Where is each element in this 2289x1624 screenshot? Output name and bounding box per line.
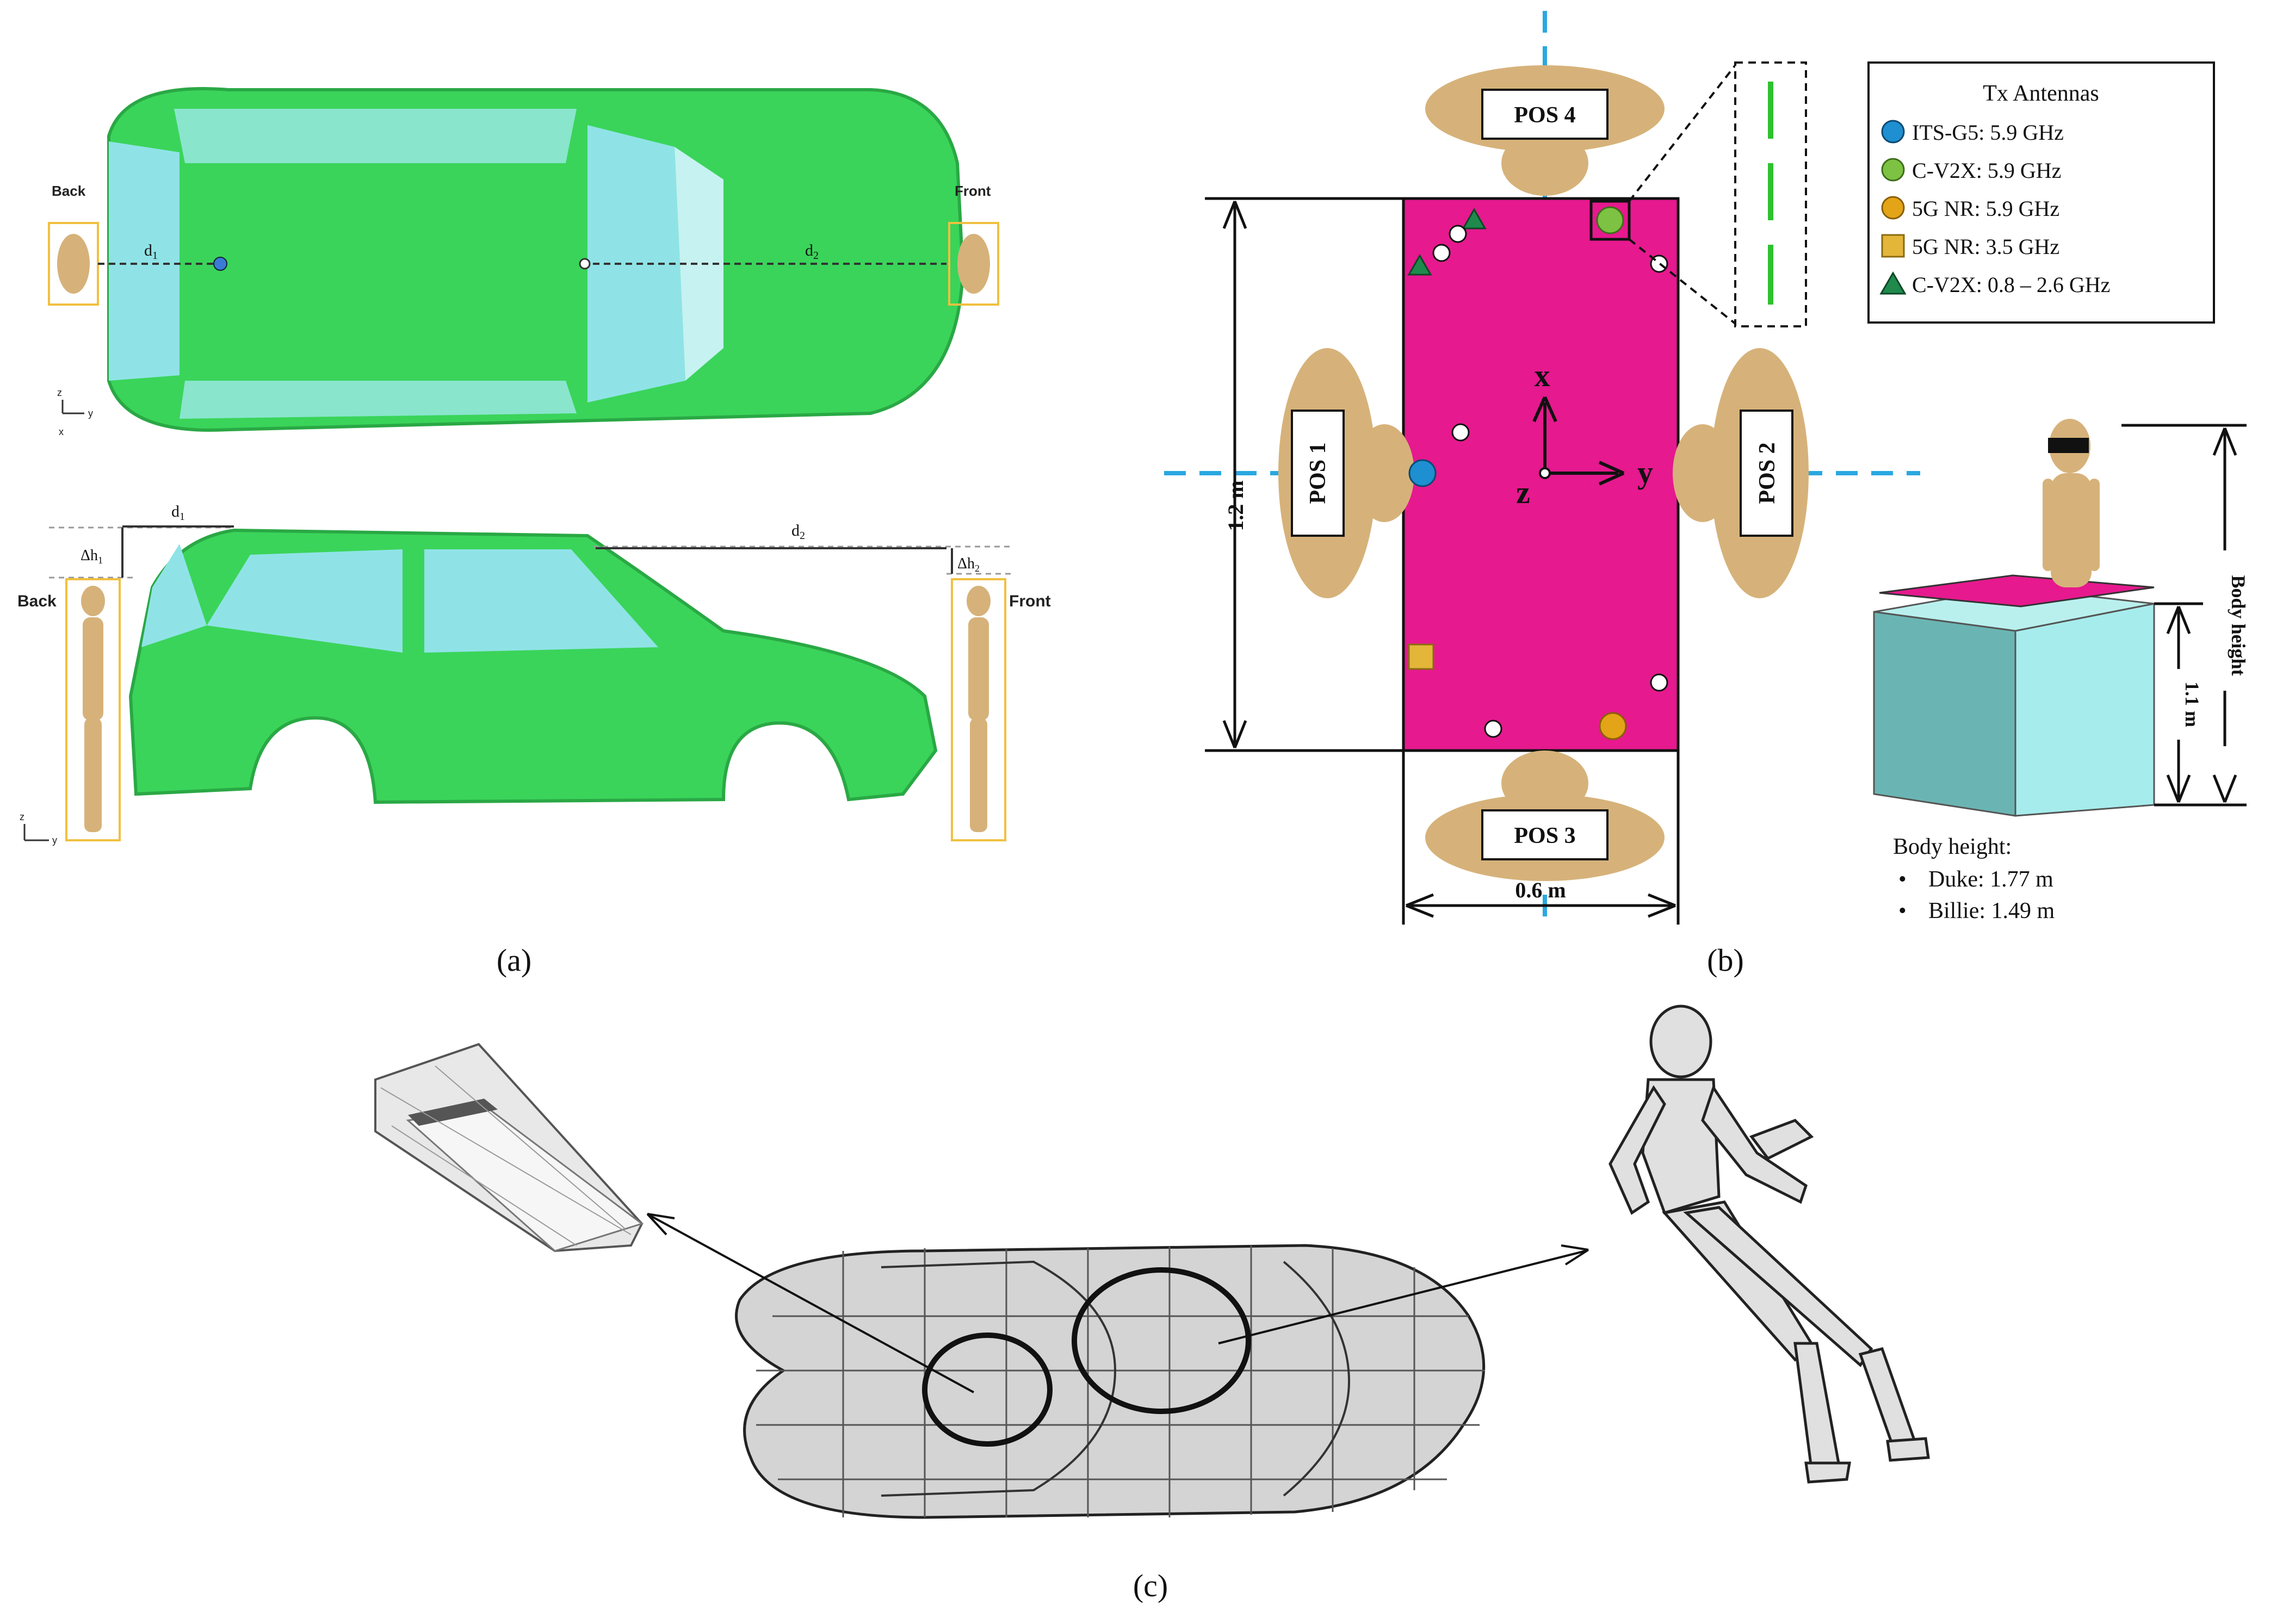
car-wireframe [735, 1244, 1486, 1519]
d1-label-top: d1 [144, 241, 158, 262]
mannequin-side-front [967, 586, 991, 832]
axis-origin [1539, 467, 1551, 479]
legend-marker-5gnr-59 [1881, 196, 1905, 220]
legend-item-cv2x-59: C-V2X: 5.9 GHz [1912, 158, 2061, 183]
label-back-side: Back [17, 592, 57, 610]
antenna-cv2x-low-2 [1407, 253, 1432, 276]
body-height-label: Body height [2228, 575, 2249, 675]
pos4-box [1481, 89, 1609, 140]
legend-item-5gnr-59: 5G NR: 5.9 GHz [1912, 196, 2059, 221]
caption-c: (c) [1133, 1568, 1168, 1603]
table-height-arrowheads [2166, 606, 2191, 803]
table-side-face [2014, 603, 2155, 817]
pointer-to-driver-head [1561, 1244, 1589, 1266]
body-height-billie: Billie: 1.49 m [1928, 898, 2055, 923]
axis-y-arrowhead [1598, 461, 1625, 486]
highlight-driver-circle [1072, 1267, 1251, 1414]
mannequin-top-front-box [948, 222, 999, 306]
zoom-connector-bottom [1628, 238, 1736, 325]
d2-label-top: d2 [805, 241, 819, 262]
legend-marker-its-g5 [1881, 120, 1905, 144]
panel-b: 1.2 m 0.6 m POS 4 POS 3 POS 1 [1164, 11, 2249, 978]
antenna-5gnr-35 [1408, 643, 1434, 670]
mannequin-side-front-box [951, 578, 1006, 841]
dim-arrowhead-width-right [1648, 893, 1676, 918]
pos3-label: POS 3 [1514, 823, 1575, 848]
pointer-to-driver [1218, 1250, 1586, 1344]
body-height-label-bg [2213, 560, 2237, 691]
pointer-to-antenna [649, 1214, 974, 1393]
dim-arrowhead-width-left [1406, 893, 1434, 918]
pos1-box [1291, 410, 1345, 537]
car-side-view [128, 528, 938, 804]
panel-a: Back Front d1 d2 z y x d1 d2 Δ [17, 87, 1051, 978]
mannequin-top-front [957, 234, 990, 294]
axis-z-label: z [1516, 475, 1530, 510]
car-top-view [107, 87, 965, 432]
body-height-title: Body height: [1893, 834, 2012, 859]
pos3-box [1481, 809, 1609, 860]
face-censor-bar [2048, 438, 2089, 453]
caption-b: (b) [1707, 943, 1744, 978]
body-height-duke: Duke: 1.77 m [1928, 867, 2053, 892]
d1-label-side: d1 [171, 503, 185, 523]
dim-arrowhead-length-bottom [1222, 720, 1247, 748]
antenna-point-front-top [579, 258, 591, 270]
mannequin-side-back-box [65, 578, 121, 841]
dh2-label: Δh2 [957, 555, 980, 574]
svg-text:z: z [20, 811, 24, 822]
label-back-top: Back [52, 183, 86, 199]
antenna-point-top [213, 257, 227, 271]
pos2-box [1740, 410, 1793, 537]
axis-x-arrowhead [1532, 396, 1557, 423]
pointer-to-antenna-head [646, 1213, 675, 1236]
antenna-its-g5 [1408, 459, 1437, 487]
table-height-label: 1.1 m [2181, 681, 2203, 727]
table-front-face [1873, 611, 2016, 817]
legend-item-cv2x-low: C-V2X: 0.8 – 2.6 GHz [1912, 272, 2110, 297]
svg-text:y: y [52, 835, 57, 846]
legend-item-its-g5: ITS-G5: 5.9 GHz [1912, 120, 2064, 145]
antenna-cv2x-59-highlight [1589, 200, 1631, 241]
legend-marker-cv2x-low [1879, 271, 1907, 295]
svg-text:z: z [57, 387, 62, 398]
legend-box [1867, 61, 2215, 324]
dim-arrowhead-length-top [1222, 201, 1247, 229]
legend-marker-5gnr-35 [1881, 234, 1905, 258]
dh1-label: Δh1 [81, 547, 103, 566]
antenna-cv2x-low-1 [1462, 207, 1487, 230]
pos2-label: POS 2 [1755, 442, 1780, 504]
legend-marker-cv2x-59 [1881, 158, 1905, 182]
label-front-side: Front [1009, 592, 1051, 610]
legend-item-5gnr-35: 5G NR: 3.5 GHz [1912, 234, 2059, 259]
body-height-bullet-1: • [1898, 867, 1907, 892]
axis-y-label: y [1637, 455, 1653, 490]
antenna-mesh-inset [374, 1043, 644, 1253]
antenna-5gnr-59 [1599, 712, 1627, 740]
body-height-bullet-2: • [1898, 898, 1907, 923]
pos1-label: POS 1 [1306, 442, 1331, 504]
body-height-arrowheads [2212, 427, 2237, 803]
label-front-top: Front [955, 183, 991, 199]
mannequin-side-back [81, 586, 105, 832]
legend-title: Tx Antennas [1983, 81, 2099, 106]
white-markers [1432, 225, 1668, 738]
axis-triad-top: z y x [57, 387, 93, 437]
dim-length-label: 1.2 m [1223, 480, 1248, 531]
d2-label-side: d2 [791, 522, 805, 542]
mannequin-top-back [57, 234, 90, 294]
zoom-connector-top [1628, 64, 1736, 202]
svg-text:y: y [88, 408, 93, 419]
axis-triad-side: z y [20, 811, 57, 846]
axis-x-label: x [1535, 358, 1550, 393]
dim-width-label: 0.6 m [1515, 878, 1566, 902]
caption-a: (a) [497, 943, 531, 978]
svg-text:x: x [59, 426, 64, 437]
antenna-cv2x-59 [1596, 206, 1624, 234]
seated-human-wireframe [1609, 1005, 1930, 1484]
panel-c: (c) [374, 1005, 1930, 1603]
highlight-antenna-circle [922, 1332, 1053, 1447]
pos4-label: POS 4 [1514, 103, 1575, 128]
